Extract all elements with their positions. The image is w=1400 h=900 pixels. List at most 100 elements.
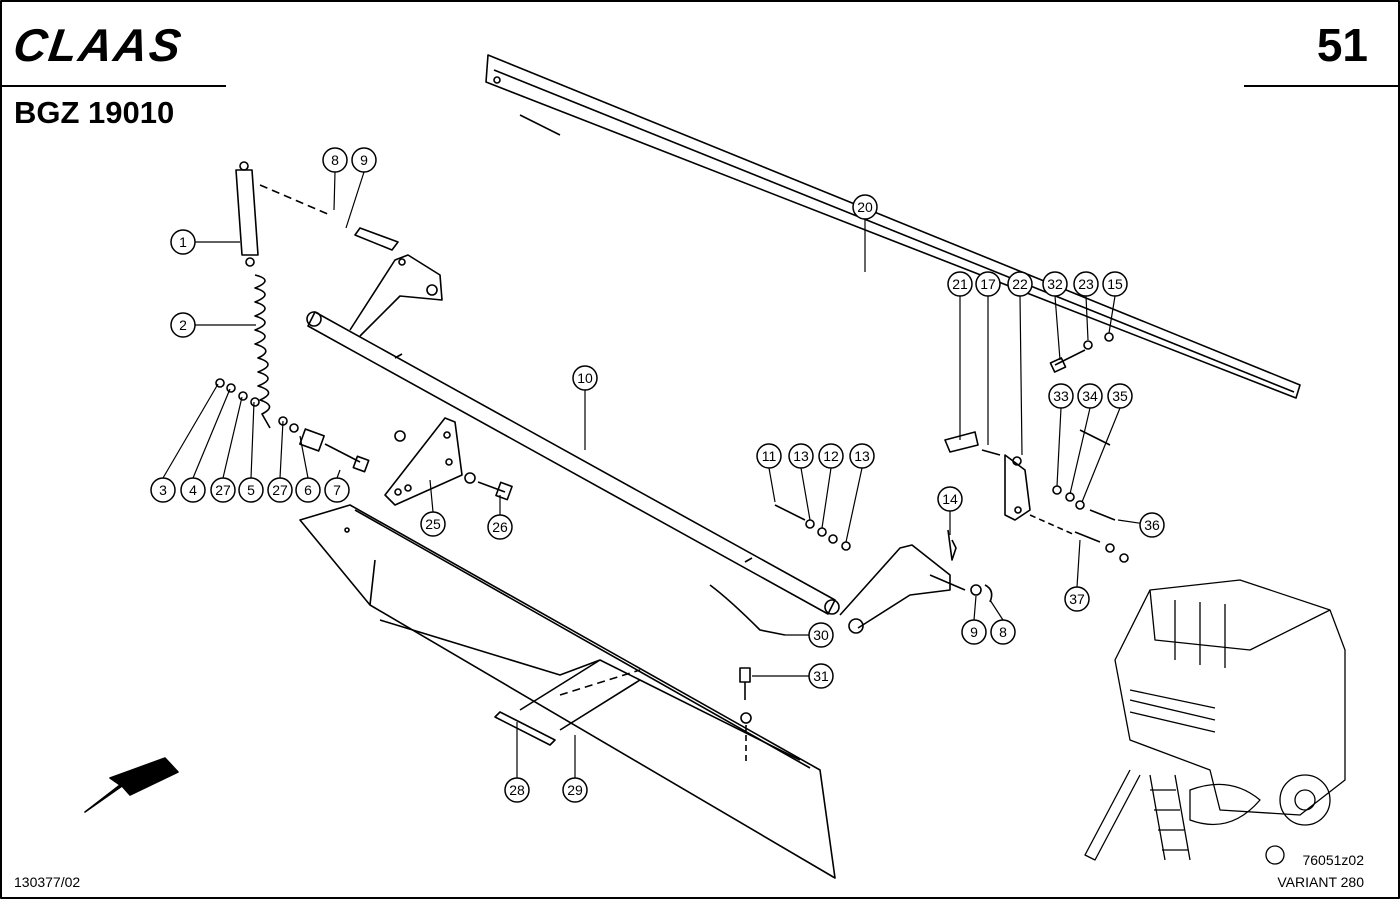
leader-line bbox=[800, 467, 811, 521]
callout-balloon bbox=[562, 777, 588, 803]
callout-number: 1 bbox=[179, 234, 187, 250]
page-number: 51 bbox=[1316, 19, 1368, 71]
callout-number: 8 bbox=[999, 624, 1007, 640]
callout-balloon bbox=[852, 194, 878, 220]
callout-balloon bbox=[322, 147, 348, 173]
callout-number: 12 bbox=[823, 448, 839, 464]
turnbuckle bbox=[235, 169, 259, 256]
callout-number: 26 bbox=[492, 519, 508, 535]
callout-33: 33 bbox=[1048, 383, 1074, 487]
callout-number: 31 bbox=[813, 668, 829, 684]
leader-line bbox=[279, 420, 284, 479]
callout-number: 11 bbox=[762, 448, 777, 464]
callout-number: 21 bbox=[952, 276, 968, 292]
drawing-code: 76051z02 bbox=[1302, 852, 1364, 868]
callout-balloon bbox=[238, 477, 264, 503]
callout-number: 9 bbox=[360, 152, 368, 168]
callout-number: 7 bbox=[333, 482, 341, 498]
callout-number: 14 bbox=[942, 491, 958, 507]
callout-30: 30 bbox=[785, 622, 834, 648]
callout-balloon bbox=[788, 443, 814, 469]
leader-line bbox=[1056, 407, 1062, 487]
callout-number: 22 bbox=[1012, 276, 1028, 292]
callout-balloon bbox=[324, 477, 350, 503]
callout-balloon bbox=[295, 477, 321, 503]
callout-number: 35 bbox=[1112, 388, 1128, 404]
leader-line bbox=[1019, 295, 1023, 456]
callout-number: 25 bbox=[425, 516, 441, 532]
callout-number: 10 bbox=[577, 370, 593, 386]
callout-balloon bbox=[351, 147, 377, 173]
callout-number: 5 bbox=[247, 482, 255, 498]
callout-balloon bbox=[937, 486, 963, 512]
rod bbox=[709, 584, 786, 636]
leader-line bbox=[1085, 295, 1089, 341]
callout-balloon bbox=[1077, 383, 1103, 409]
model-name: VARIANT 280 bbox=[1277, 874, 1364, 890]
leader-line bbox=[162, 383, 219, 479]
callout-8: 8 bbox=[989, 599, 1016, 645]
callout-3: 3 bbox=[150, 383, 219, 503]
callout-number: 37 bbox=[1069, 591, 1085, 607]
callout-balloon bbox=[1073, 271, 1099, 297]
callout-balloon bbox=[1139, 512, 1165, 538]
callout-27: 27 bbox=[267, 420, 293, 503]
callout-12: 12 bbox=[818, 443, 844, 529]
leader-line bbox=[222, 396, 243, 479]
callout-31: 31 bbox=[752, 663, 834, 689]
callout-14: 14 bbox=[937, 486, 963, 535]
callout-balloon bbox=[1042, 271, 1068, 297]
footer-left-code: 130377/02 bbox=[14, 874, 81, 890]
callout-28: 28 bbox=[504, 722, 530, 803]
leader-line bbox=[1069, 407, 1091, 495]
callout-balloon bbox=[975, 271, 1001, 297]
deflector-sheet bbox=[299, 504, 836, 879]
leader-line bbox=[250, 401, 255, 479]
callout-22: 22 bbox=[1007, 271, 1033, 456]
leader-line bbox=[1108, 295, 1116, 334]
callout-balloon bbox=[170, 312, 196, 338]
tension-spring bbox=[254, 274, 271, 429]
callout-11: 11 bbox=[756, 443, 782, 503]
leader-line bbox=[336, 469, 341, 479]
leader-line bbox=[821, 467, 832, 529]
callout-balloon bbox=[849, 443, 875, 469]
callout-7: 7 bbox=[324, 469, 350, 503]
callout-balloon bbox=[487, 514, 513, 540]
callout-1: 1 bbox=[170, 229, 240, 255]
callout-number: 29 bbox=[567, 782, 583, 798]
callout-balloon bbox=[808, 663, 834, 689]
callout-15: 15 bbox=[1102, 271, 1128, 334]
leader-line bbox=[333, 171, 336, 211]
leader-line bbox=[299, 435, 309, 479]
callout-29: 29 bbox=[562, 735, 588, 803]
callout-number: 30 bbox=[813, 627, 829, 643]
callout-34: 34 bbox=[1069, 383, 1103, 495]
callout-4: 4 bbox=[180, 388, 231, 503]
callout-balloon bbox=[808, 622, 834, 648]
callout-number: 28 bbox=[509, 782, 525, 798]
callout-balloon bbox=[180, 477, 206, 503]
leader-line bbox=[1081, 407, 1121, 503]
profile-strip bbox=[485, 54, 1301, 399]
callout-balloon bbox=[990, 619, 1016, 645]
callout-number: 3 bbox=[159, 482, 167, 498]
callout-number: 33 bbox=[1053, 388, 1069, 404]
callout-13: 13 bbox=[845, 443, 875, 543]
callout-number: 36 bbox=[1144, 517, 1160, 533]
callout-37: 37 bbox=[1064, 539, 1090, 612]
callout-20: 20 bbox=[852, 194, 878, 272]
baler-thumbnail bbox=[1084, 579, 1346, 865]
callout-balloon bbox=[961, 619, 987, 645]
leader-line bbox=[1054, 295, 1061, 361]
callout-25: 25 bbox=[420, 479, 446, 537]
callout-number: 8 bbox=[331, 152, 339, 168]
leader-line bbox=[1076, 539, 1081, 588]
callout-number: 17 bbox=[980, 276, 996, 292]
leader-line bbox=[429, 479, 434, 513]
main-shaft bbox=[307, 311, 836, 615]
retaining-clip bbox=[494, 711, 556, 746]
callout-number: 23 bbox=[1078, 276, 1094, 292]
